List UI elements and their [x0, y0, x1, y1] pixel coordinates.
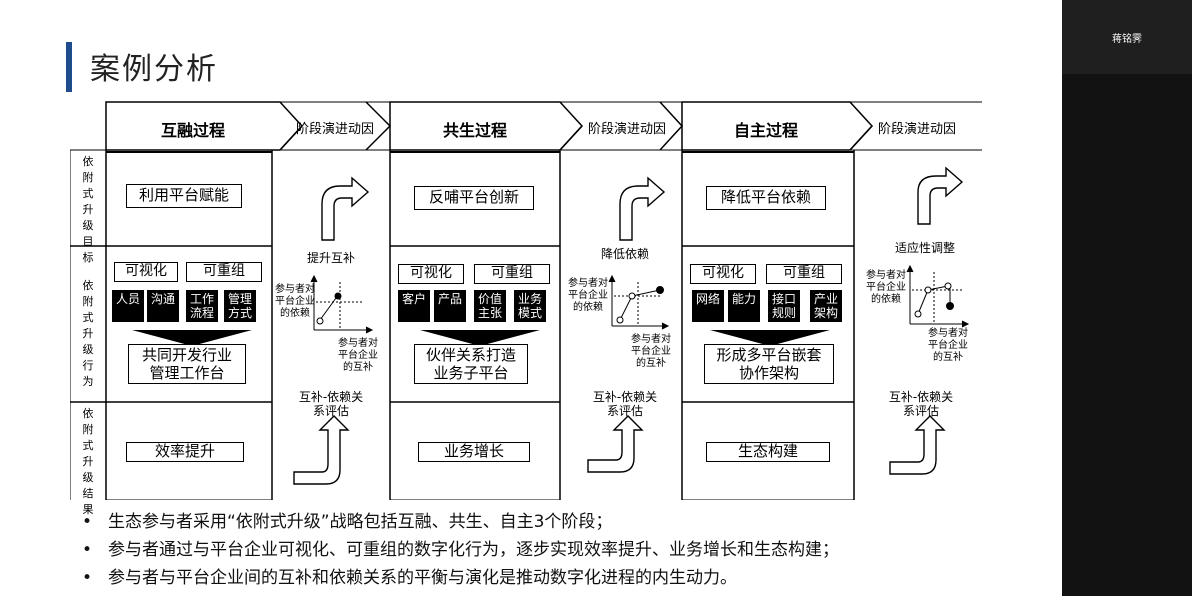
x-axis-label-3: 参与者对平台企业的互补	[928, 328, 968, 363]
framework-lines	[70, 101, 982, 500]
recombine-tag-2: 可重组	[474, 264, 550, 284]
title-accent-bar	[66, 42, 72, 92]
adjust-label-2: 降低依赖	[600, 247, 649, 261]
x-axis-label-2: 参与者对平台企业的互补	[631, 334, 671, 369]
funnel-2	[420, 330, 540, 346]
row-label-goal: 依附式升级目标	[82, 155, 94, 264]
row-label-result: 依附式升级结果	[82, 407, 94, 516]
visualize-tag-1: 可视化	[114, 262, 178, 282]
outcome-box-1: 共同开发行业管理工作台	[128, 344, 246, 384]
adjust-arrow-1	[321, 176, 370, 241]
bullet-text: 生态参与者采用“依附式升级”战略包括互融、共生、自主3个阶段；	[108, 512, 613, 532]
driver-header-1: 阶段演进动因	[296, 122, 375, 137]
participant-tile[interactable]: 蒋铭霁	[1062, 0, 1192, 74]
funnel-1	[132, 330, 252, 346]
outcome-box-2: 伙伴关系打造业务子平台	[414, 344, 528, 384]
adjust-arrow-2	[619, 176, 666, 241]
recombine-tag-3: 可重组	[766, 264, 842, 284]
item-2-2: 产品	[434, 290, 466, 322]
phase-header-1: 互融过程	[160, 121, 225, 140]
bullet-item: • 生态参与者采用“依附式升级”战略包括互融、共生、自主3个阶段；	[82, 508, 1052, 536]
item-3-2: 能力	[728, 290, 760, 322]
phase-header-3: 自主过程	[733, 121, 798, 140]
y-axis-label-2: 参与者对平台企业的依赖	[568, 278, 608, 313]
y-axis-label-3: 参与者对平台企业的依赖	[866, 270, 906, 305]
item-2-4: 业务模式	[514, 290, 546, 322]
item-3-1: 网络	[692, 290, 724, 322]
driver-header-3: 阶段演进动因	[878, 122, 957, 137]
eval-arrow-3	[889, 415, 946, 475]
item-2-1: 客户	[398, 290, 430, 322]
goal-box-1: 利用平台赋能	[126, 184, 242, 208]
goal-box-2: 反哺平台创新	[414, 186, 534, 210]
eval-arrow-2	[587, 415, 644, 473]
item-1-3: 工作流程	[186, 290, 218, 322]
goal-box-3: 降低平台依赖	[706, 186, 826, 210]
bullet-symbol: •	[82, 568, 93, 588]
result-box-1: 效率提升	[126, 442, 244, 462]
summary-bullets: • 生态参与者采用“依附式升级”战略包括互融、共生、自主3个阶段； • 参与者通…	[82, 508, 1052, 592]
bullet-symbol: •	[82, 540, 93, 560]
outcome-box-3: 形成多平台嵌套协作架构	[704, 344, 834, 384]
item-3-3: 接口规则	[768, 290, 800, 322]
eval-arrow-1	[293, 415, 350, 485]
bullet-item: • 参与者与平台企业间的互补和依赖关系的平衡与演化是推动数字化进程的内生动力。	[82, 564, 1052, 592]
result-box-2: 业务增长	[418, 442, 530, 462]
recombine-tag-1: 可重组	[186, 262, 262, 282]
item-1-4: 管理方式	[224, 290, 256, 322]
participant-panel: 蒋铭霁	[1062, 0, 1192, 596]
eval-label-1: 互补-依赖关系评估	[298, 390, 364, 418]
framework-diagram: 依附式升级目标 依附式升级行为 依附式升级结果 互融过程 共生过程 自主过程 阶…	[70, 100, 982, 516]
adjust-arrow-3	[917, 166, 964, 225]
eval-label-2: 互补-依赖关系评估	[592, 390, 658, 418]
bullet-text: 参与者与平台企业间的互补和依赖关系的平衡与演化是推动数字化进程的内生动力。	[108, 568, 737, 588]
visualize-tag-2: 可视化	[398, 264, 464, 284]
mini-chart-points	[316, 282, 954, 325]
y-axis-label-1: 参与者对平台企业的依赖	[275, 284, 315, 319]
visualize-tag-3: 可视化	[690, 264, 756, 284]
bullet-item: • 参与者通过与平台企业可视化、可重组的数字化行为，逐步实现效率提升、业务增长和…	[82, 536, 1052, 564]
item-1-2: 沟通	[147, 290, 179, 322]
x-axis-label-1: 参与者对平台企业的互补	[338, 338, 378, 373]
adjust-label-1: 提升互补	[306, 251, 355, 265]
row-label-behavior: 依附式升级行为	[82, 279, 94, 388]
item-3-4: 产业架构	[810, 290, 842, 322]
adjust-label-3: 适应性调整	[894, 241, 955, 255]
eval-label-3: 互补-依赖关系评估	[888, 390, 954, 418]
participant-name: 蒋铭霁	[1112, 34, 1142, 45]
item-1-1: 人员	[112, 290, 144, 322]
bullet-text: 参与者通过与平台企业可视化、可重组的数字化行为，逐步实现效率提升、业务增长和生态…	[108, 540, 839, 560]
funnel-3	[710, 330, 830, 346]
slide-title: 案例分析	[90, 52, 218, 87]
phase-header-2: 共生过程	[442, 121, 507, 140]
driver-header-2: 阶段演进动因	[588, 122, 667, 137]
bullet-symbol: •	[82, 512, 93, 532]
slide: 案例分析	[0, 0, 1062, 596]
item-2-3: 价值主张	[474, 290, 506, 322]
result-box-3: 生态构建	[706, 442, 830, 462]
